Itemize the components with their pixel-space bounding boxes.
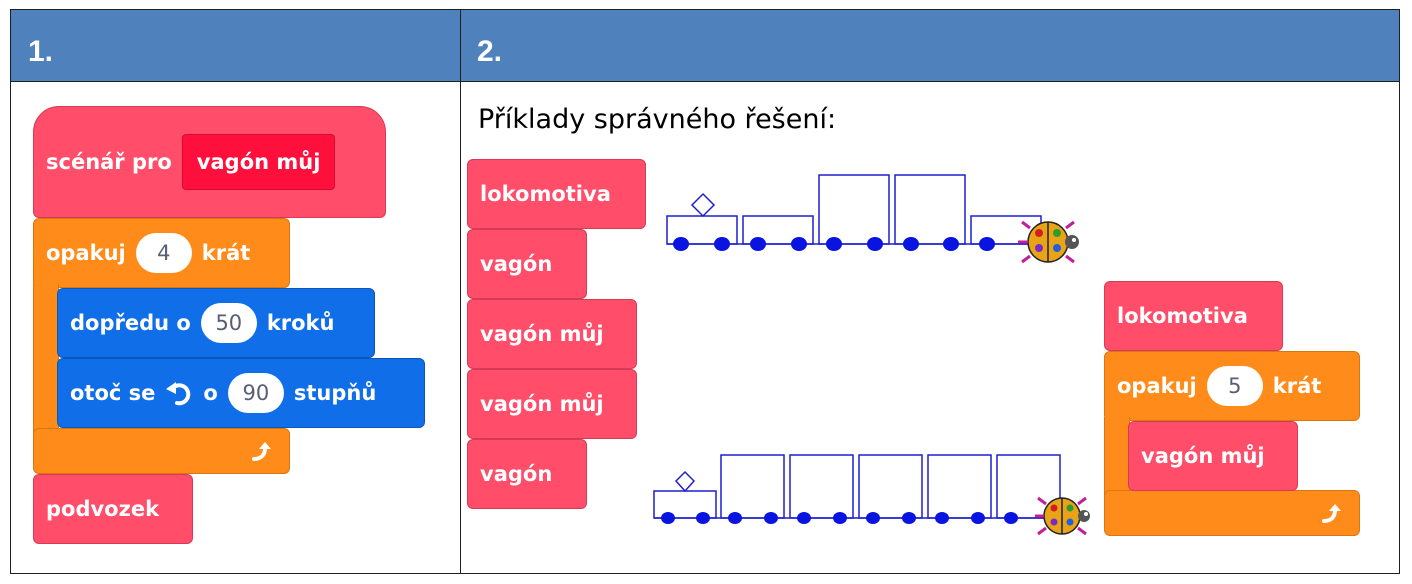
- times-label: krát: [201, 241, 251, 265]
- train1-wagon-big-1: [818, 174, 890, 245]
- turn-o-label: o: [203, 381, 218, 405]
- example2-my-wagon-block[interactable]: vagón můj: [1128, 421, 1298, 491]
- hat-label: scénář pro: [46, 150, 172, 174]
- example1-my-wagon-label: vagón můj: [480, 322, 604, 346]
- example1-my-wagon-block[interactable]: vagón můj: [467, 299, 637, 369]
- repeat-arrow-icon: [251, 441, 275, 463]
- example2-my-wagon-label: vagón můj: [1141, 444, 1265, 468]
- hat-name-field[interactable]: vagón můj: [181, 134, 336, 190]
- examples-caption: Příklady správného řešení:: [478, 104, 837, 135]
- example1-locomotive-label: lokomotiva: [480, 182, 611, 206]
- example2-repeat-count-input[interactable]: 5: [1206, 366, 1263, 406]
- example2-repeat-label: opakuj: [1117, 374, 1197, 398]
- example2-locomotive-label: lokomotiva: [1117, 304, 1248, 328]
- diamond-lamp-icon: [674, 470, 696, 493]
- table-frame: 1. 2.: [10, 9, 1400, 574]
- train2-wagon-3: [858, 454, 923, 519]
- repeat-count-input[interactable]: 4: [135, 233, 192, 273]
- hat-name-text: vagón můj: [196, 150, 321, 174]
- train1-wagon-big-2: [894, 174, 966, 245]
- repeat-block-header[interactable]: opakuj 4 krát: [33, 218, 290, 288]
- example2-locomotive-block[interactable]: lokomotiva: [1104, 281, 1283, 351]
- hat-block[interactable]: scénář pro vagón můj: [33, 106, 386, 218]
- example2-repeat-header[interactable]: opakuj 5 krát: [1104, 351, 1360, 421]
- degrees-label: stupňů: [293, 381, 377, 405]
- ladybug-icon: [1018, 220, 1079, 264]
- example1-my-wagon-label-2: vagón můj: [480, 392, 604, 416]
- train-1-wheels: [673, 237, 995, 251]
- diamond-lamp-icon: [690, 192, 716, 218]
- header-col-2: 2.: [477, 35, 503, 68]
- turn-degrees-input[interactable]: 90: [227, 373, 284, 413]
- example1-wagon-label-2: vagón: [480, 462, 553, 486]
- chassis-block[interactable]: podvozek: [33, 474, 193, 544]
- train2-wagon-2: [789, 454, 854, 519]
- example1-my-wagon-block-2[interactable]: vagón můj: [467, 369, 637, 439]
- forward-label: dopředu o: [70, 311, 191, 335]
- train-1: [666, 174, 1042, 245]
- turn-left-icon: [165, 379, 193, 407]
- example1-locomotive-block[interactable]: lokomotiva: [467, 159, 646, 229]
- chassis-label: podvozek: [46, 497, 160, 521]
- turn-label: otoč se: [70, 381, 156, 405]
- column-divider: [460, 10, 461, 573]
- turn-block[interactable]: otoč se o 90 stupňů: [57, 358, 425, 428]
- train-2: [653, 454, 1061, 519]
- forward-steps-input[interactable]: 50: [200, 303, 257, 343]
- table-header: 1. 2.: [11, 10, 1399, 82]
- example2-repeat-arm: [1104, 417, 1130, 495]
- steps-label: kroků: [266, 311, 335, 335]
- example1-wagon-label: vagón: [480, 252, 553, 276]
- header-col-1: 1.: [28, 35, 54, 68]
- repeat-block-footer[interactable]: [33, 428, 290, 474]
- train-2-wheels: [661, 512, 1018, 524]
- train2-wagon-4: [927, 454, 992, 519]
- train2-wagon-1: [720, 454, 785, 519]
- forward-block[interactable]: dopředu o 50 kroků: [57, 288, 375, 358]
- repeat-arrow-icon: [1321, 503, 1345, 525]
- example1-wagon-block-2[interactable]: vagón: [467, 439, 587, 509]
- example2-times-label: krát: [1272, 374, 1322, 398]
- example1-wagon-block[interactable]: vagón: [467, 229, 587, 299]
- repeat-label: opakuj: [46, 241, 126, 265]
- ladybug-icon: [1035, 496, 1090, 536]
